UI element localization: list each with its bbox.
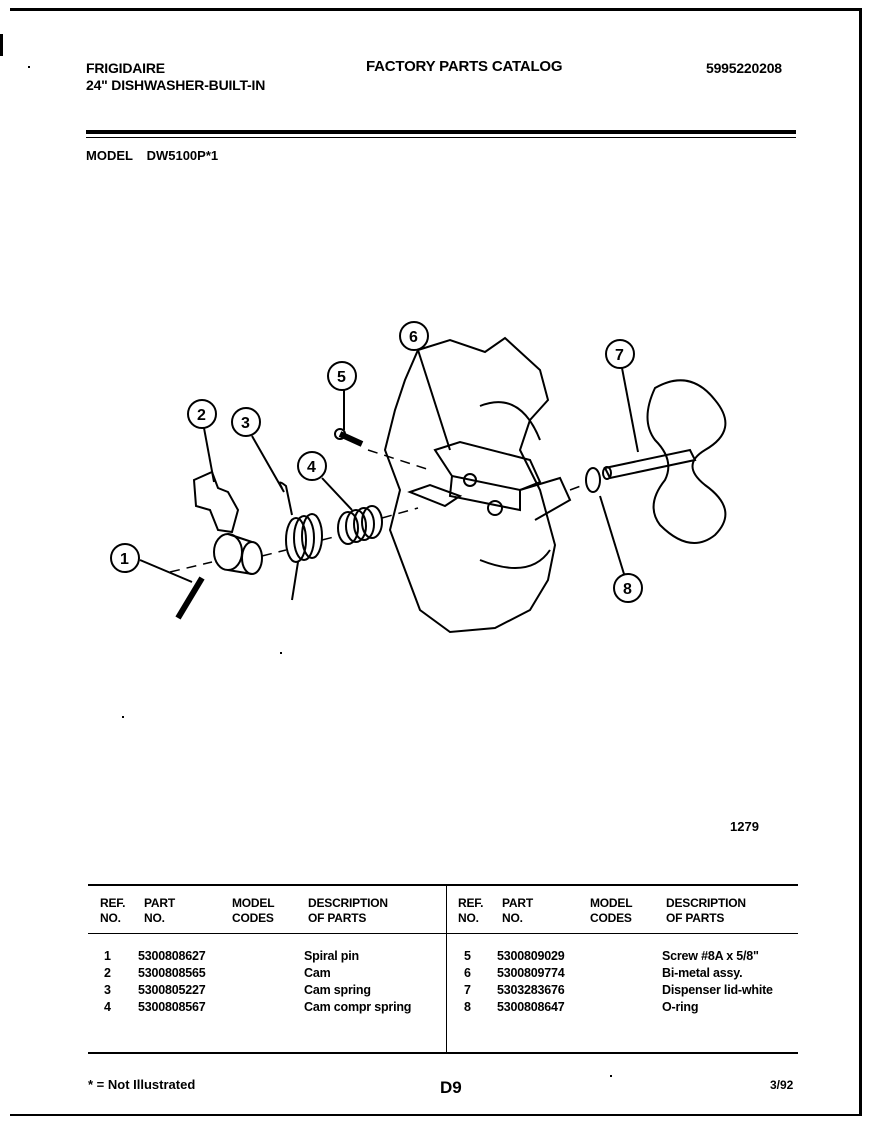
page-number: D9 — [440, 1078, 462, 1097]
cam-compression-spring — [337, 505, 383, 545]
left-description-column: Spiral pin Cam Cam spring Cam compr spri… — [304, 948, 411, 1016]
not-illustrated-note: * = Not Illustrated — [88, 1077, 196, 1092]
table-cell-description: Bi-metal assy. — [662, 966, 743, 980]
dispenser-lid — [602, 379, 727, 544]
right-ref-column: 5 6 7 8 — [464, 948, 471, 1016]
table-cell-description: Dispenser lid-white — [662, 983, 773, 997]
table-cell-description: Cam — [304, 966, 331, 980]
exploded-parts-diagram: 1 2 3 4 5 6 7 8 — [110, 321, 727, 634]
callout-1: 1 — [110, 543, 193, 583]
table-column-divider — [446, 886, 447, 1052]
illustration-number: 1279 — [730, 819, 759, 834]
callout-6: 6 — [399, 321, 451, 451]
table-cell-ref: 2 — [104, 966, 111, 980]
table-cell-ref: 3 — [104, 983, 111, 997]
header-ref-no-left: REF.NO. — [100, 896, 126, 925]
left-part-column: 5300808627 5300808565 5300805227 5300808… — [138, 948, 206, 1016]
table-bottom-rule — [88, 1052, 798, 1054]
header-rule-thick — [86, 130, 796, 134]
cam — [192, 470, 263, 575]
cam-spring — [278, 481, 323, 601]
table-cell-part: 5300809774 — [497, 966, 565, 980]
scan-speck — [122, 716, 124, 718]
catalog-title: FACTORY PARTS CATALOG — [366, 58, 563, 75]
bimetal-assembly — [407, 440, 572, 521]
table-cell-ref: 1 — [104, 949, 111, 963]
model-line: MODEL DW5100P*1 — [86, 148, 228, 163]
table-cell-ref: 7 — [464, 983, 471, 997]
table-cell-description: Spiral pin — [304, 949, 359, 963]
table-cell-part: 5300809029 — [497, 949, 565, 963]
table-cell-ref: 8 — [464, 1000, 471, 1014]
table-cell-part: 5300808567 — [138, 1000, 206, 1014]
table-cell-part: 5300808627 — [138, 949, 206, 963]
svg-text:4: 4 — [307, 459, 316, 476]
svg-text:8: 8 — [623, 581, 632, 598]
table-cell-part: 5300808565 — [138, 966, 206, 980]
table-cell-part: 5300808647 — [497, 1000, 565, 1014]
scan-speck — [610, 1075, 612, 1077]
table-cell-ref: 5 — [464, 949, 471, 963]
callout-3: 3 — [231, 407, 285, 493]
right-description-column: Screw #8A x 5/8" Bi-metal assy. Dispense… — [662, 948, 773, 1016]
header-rule-thin — [86, 137, 796, 138]
catalog-number: 5995220208 — [706, 60, 782, 76]
page-border — [10, 8, 862, 1116]
table-cell-ref: 6 — [464, 966, 471, 980]
scan-speck — [280, 652, 282, 654]
dispenser-housing — [383, 336, 557, 634]
svg-text:1: 1 — [120, 551, 129, 568]
right-part-column: 5300809029 5300809774 5303283676 5300808… — [497, 948, 565, 1016]
table-cell-part: 5300805227 — [138, 983, 206, 997]
table-header-rule — [88, 933, 798, 934]
callout-8: 8 — [599, 495, 643, 603]
model-number: DW5100P*1 — [146, 148, 219, 163]
callout-5: 5 — [327, 361, 357, 430]
scan-speck — [28, 66, 30, 68]
spiral-pin — [175, 576, 205, 620]
callout-7: 7 — [605, 339, 639, 453]
svg-text:3: 3 — [241, 415, 250, 432]
svg-text:5: 5 — [337, 369, 346, 386]
svg-text:2: 2 — [197, 407, 206, 424]
svg-text:7: 7 — [615, 347, 624, 364]
table-cell-part: 5303283676 — [497, 983, 565, 997]
o-ring — [585, 467, 601, 493]
header-ref-no-right: REF.NO. — [458, 896, 484, 925]
callout-2: 2 — [187, 399, 217, 483]
catalog-date: 3/92 — [770, 1078, 794, 1092]
callout-4: 4 — [297, 451, 353, 511]
scan-margin-mark — [0, 34, 9, 56]
table-cell-ref: 4 — [104, 1000, 111, 1014]
table-cell-description: Screw #8A x 5/8" — [662, 949, 759, 963]
brand-name: FRIGIDAIRE — [86, 60, 165, 76]
table-cell-description: O-ring — [662, 1000, 699, 1014]
screw — [334, 428, 364, 447]
table-cell-description: Cam spring — [304, 983, 371, 997]
model-label: MODEL — [86, 148, 133, 163]
table-top-rule — [88, 884, 798, 886]
product-name: 24" DISHWASHER-BUILT-IN — [86, 77, 266, 93]
left-ref-column: 1 2 3 4 — [104, 948, 111, 1016]
svg-text:6: 6 — [409, 329, 418, 346]
table-cell-description: Cam compr spring — [304, 1000, 412, 1014]
